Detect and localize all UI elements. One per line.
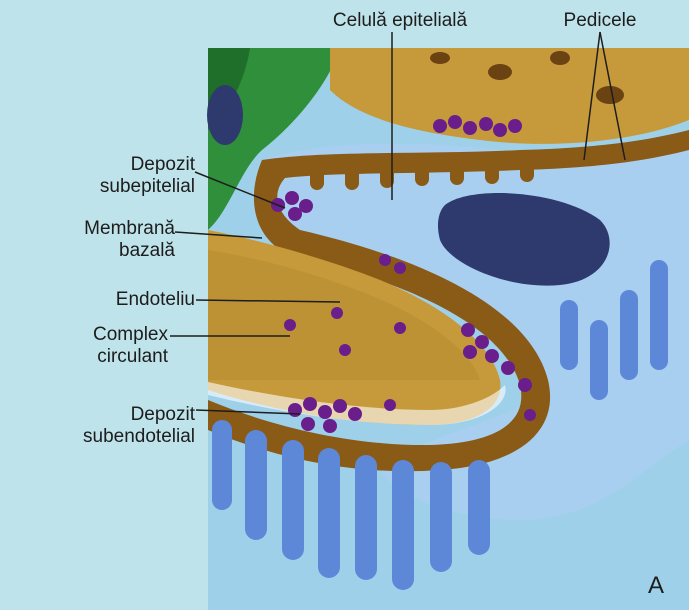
- label-circulating-complex-line2: circulant: [0, 346, 168, 368]
- label-endothelium: Endoteliu: [30, 289, 195, 311]
- illustration: [207, 48, 689, 610]
- label-subepithelial-deposit: Depozit subepitelial: [30, 154, 195, 198]
- label-circulating-complex: Complex circulant: [0, 324, 168, 368]
- label-subendothelial-deposit-line1: Depozit: [20, 404, 195, 426]
- label-epithelial-cell: Celulă epitelială: [300, 10, 500, 32]
- label-basement-membrane: Membrană bazală: [10, 218, 175, 262]
- label-basement-membrane-line2: bazală: [10, 240, 175, 262]
- label-subepithelial-deposit-line1: Depozit: [30, 154, 195, 176]
- label-subendothelial-deposit: Depozit subendotelial: [20, 404, 195, 448]
- label-subepithelial-deposit-line2: subepitelial: [30, 176, 195, 198]
- label-subendothelial-deposit-line2: subendotelial: [20, 426, 195, 448]
- label-pedicels: Pedicele: [545, 10, 655, 32]
- label-circulating-complex-line1: Complex: [0, 324, 168, 346]
- label-basement-membrane-line1: Membrană: [10, 218, 175, 240]
- panel-letter: A: [648, 572, 664, 600]
